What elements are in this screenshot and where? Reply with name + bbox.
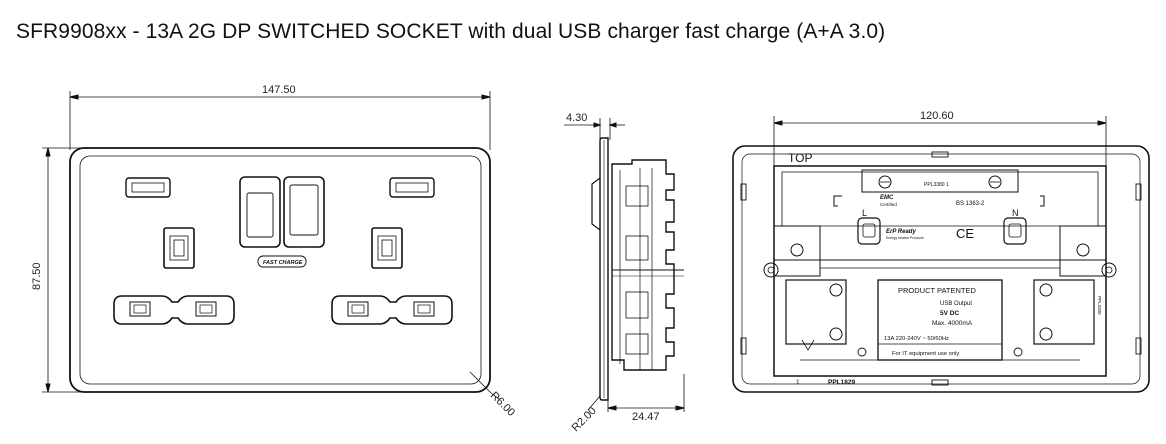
erp-sub: Energy-related Products [886, 236, 924, 240]
dim-radius-side: R2.00 [570, 405, 599, 434]
dim-plate-thickness: 4.30 [566, 112, 587, 124]
it-note: For IT equipment use only [892, 351, 959, 357]
ce-mark: CE [956, 226, 974, 241]
ln-shutter-right [331, 295, 453, 325]
front-view [42, 91, 501, 401]
drawing-title: SFR9908xx - 13A 2G DP SWITCHED SOCKET wi… [16, 20, 886, 43]
switch-left [239, 176, 281, 248]
emc-mark: EMC [880, 195, 894, 201]
erp-mark: ErP Ready [886, 229, 916, 235]
usb-port-right [389, 177, 435, 198]
bs-mark: BS 1363-2 [956, 201, 985, 207]
usb-output: USB Output [940, 301, 972, 307]
side-view [564, 118, 685, 412]
faceplate-inner [79, 155, 482, 385]
live-label: L [862, 208, 867, 218]
earth-socket-right [371, 227, 403, 269]
ln-shutter-left [113, 295, 235, 325]
ac-rating: 13A 220-240V ~ 50/60Hz [884, 336, 949, 342]
dim-width-front: 147.50 [262, 84, 296, 96]
neutral-label: N [1012, 208, 1019, 218]
dim-depth: 24.47 [632, 411, 660, 423]
product-patented: PRODUCT PATENTED [898, 286, 977, 295]
faceplate-outer [69, 147, 491, 393]
dim-height-front: 87.50 [31, 262, 43, 290]
top-label: TOP [788, 151, 812, 165]
switch-right [283, 176, 325, 248]
ppl-side: PPL3380 [1097, 296, 1102, 315]
usb-port-left [125, 177, 171, 198]
dim-width-rear: 120.60 [920, 110, 954, 122]
dim-radius-front: R6.00 [488, 390, 517, 419]
rear-view [732, 116, 1150, 393]
fast-charge-label: FAST CHARGE [263, 260, 303, 266]
emc-sub: Certified [880, 202, 897, 207]
bottom-marker: 1 [796, 379, 800, 386]
ppl-top: PPL3380 1 [924, 182, 949, 188]
dc-rating: 5V DC [940, 310, 959, 317]
rear-plate-outer [732, 145, 1150, 393]
max-current: Max. 4000mA [932, 320, 973, 327]
ppl-bottom: PPL1829 [828, 379, 855, 386]
fast-charge-badge [257, 255, 307, 268]
earth-socket-left [163, 227, 195, 269]
